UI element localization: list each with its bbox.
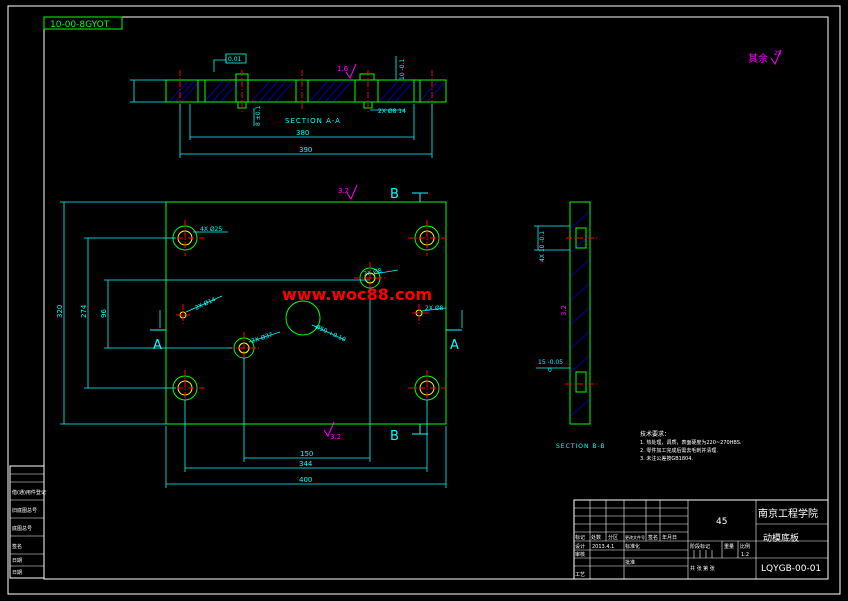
section-bb-body [569, 201, 591, 425]
scale-value: 1:2 [741, 552, 749, 558]
section-aa-dimensions [130, 53, 433, 158]
strip-label-2: 旧底图总号 [12, 507, 37, 514]
section-lines [150, 192, 462, 435]
hole-label-2x37: 2X Ø37 [250, 331, 273, 345]
hole-label-right: 2X Ø8 [425, 305, 444, 312]
title-block: 南京工程学院 动模底板 LQYGB-00-01 45 标记 处数 分区 更改文件… [573, 499, 829, 580]
tolerance-frame: 0.01 [228, 56, 242, 63]
section-aa-roughness-symbol [345, 63, 357, 80]
outer-border [7, 5, 841, 595]
notes-title: 技术要求： [640, 430, 670, 438]
material: 45 [716, 517, 727, 527]
hdr-cell-5: 签名 [648, 534, 658, 541]
left-side-strip: 借(通)用件登记 旧底图总号 底图总号 签名 日期 日期 [9, 465, 46, 579]
strip-label-3: 底图总号 [12, 525, 32, 532]
section-bb-dim-bot: 0 [548, 367, 552, 374]
note-line-2: 2. 零件加工完成后需去毛刺并清理. [640, 447, 718, 454]
section-aa-view: 390 380 SECTION A-A 0.01 2X Ø8 14 8 ±0.1… [130, 53, 447, 158]
roughness-other: 其余 25 [748, 49, 782, 66]
hole-label-4x25: 4X Ø25 [200, 226, 222, 233]
dim-390: 390 [299, 146, 312, 154]
section-aa-label: SECTION A-A [285, 117, 341, 125]
section-bb-centerlines [566, 237, 598, 385]
scale-label: 比例 [740, 543, 750, 550]
inner-holes [179, 267, 423, 359]
strip-label-5: 日期 [12, 558, 22, 564]
section-b-top: B [390, 187, 399, 202]
hdr-cell-4: 更改文件号 [625, 534, 645, 540]
dim-380: 380 [296, 129, 309, 137]
dim-344: 344 [299, 460, 313, 468]
plan-roughness-bottom-symbol [323, 421, 335, 438]
section-bb-label: SECTION B-B [556, 443, 606, 450]
plan-roughness-bottom: 3.2 [330, 433, 341, 441]
designer-date: 2013.4.1 [592, 544, 614, 550]
standardize-label: 标准化 [625, 543, 640, 550]
part-name: 动模底板 [763, 532, 799, 544]
sheet-label: 共 张 第 张 [690, 565, 715, 572]
watermark: www.woc88.com [282, 285, 432, 304]
row-design: 设计 [575, 543, 585, 550]
section-aa-hatch [169, 80, 445, 102]
hdr-cell-6: 年月日 [662, 534, 677, 541]
plan-dimensions [60, 201, 463, 488]
section-aa-centerlines [179, 70, 433, 112]
section-bb-holes [575, 227, 587, 393]
roughness-other-value: 25 [774, 50, 782, 57]
plan-leaders [185, 231, 447, 343]
row-review: 审核 [575, 551, 585, 558]
roughness-other-label: 其余 [748, 52, 768, 65]
stage-label: 阶段标记 [690, 543, 710, 550]
corner-code-box: 10-00-8GYOT [43, 16, 123, 30]
plan-roughness-top-symbol [346, 184, 358, 201]
approve-label: 批准 [625, 559, 635, 566]
strip-label-6: 日期 [12, 570, 22, 576]
institution: 南京工程学院 [758, 507, 818, 520]
technical-notes: 技术要求： 1. 热处理，调质，表面硬度为220~270HBS. 2. 零件加工… [640, 430, 742, 462]
section-bb-view: 4X 10 -0.1 15 -0.05 0 3.2 SECTION B-B [534, 201, 606, 450]
section-b-bottom: B [390, 429, 399, 444]
plate-outline [165, 201, 447, 425]
section-a-left: A [153, 338, 162, 353]
plan-view: B B A A [56, 184, 463, 488]
section-aa-dim-right: 10 -0.1 [399, 59, 406, 80]
center-hole [285, 300, 321, 336]
drawing-number: LQYGB-00-01 [761, 564, 821, 574]
inner-border [43, 16, 829, 580]
section-aa-body [165, 79, 447, 103]
section-bb-roughness: 3.2 [560, 305, 568, 316]
corner-holes [172, 225, 440, 401]
section-aa-hole-dims: 2X Ø8 14 [378, 108, 406, 115]
plan-centerlines [166, 220, 446, 406]
section-a-right: A [450, 338, 459, 353]
dim-274: 274 [80, 304, 88, 318]
dim-150: 150 [300, 450, 313, 458]
title-block-grid [574, 500, 828, 579]
hole-label-2x14: 2X Ø14 [194, 296, 217, 312]
note-line-1: 1. 热处理，调质，表面硬度为220~270HBS. [640, 439, 742, 446]
hdr-cell-3: 分区 [608, 534, 618, 541]
corner-code: 10-00-8GYOT [50, 20, 110, 30]
strip-label-4: 签名 [12, 543, 22, 550]
section-aa-holes [197, 73, 421, 109]
dim-96: 96 [100, 309, 108, 318]
strip-label-1: 借(通)用件登记 [12, 489, 46, 496]
hole-label-center: Ø50 +0.10 [314, 323, 347, 343]
plan-roughness-top: 3.2 [338, 187, 349, 195]
row-process: 工艺 [575, 572, 585, 578]
dim-400: 400 [299, 476, 312, 484]
hole-label-2x8: 2X Ø8 [363, 267, 383, 278]
section-aa-dim-left: 8 ±0.1 [255, 106, 262, 126]
section-bb-dim-mid: 15 -0.05 [538, 359, 563, 366]
section-bb-dimensions [534, 225, 570, 369]
section-aa-roughness: 1.6 [337, 65, 349, 73]
roughness-symbol [770, 49, 782, 66]
weight-label: 重量 [724, 543, 734, 550]
dim-320: 320 [56, 305, 64, 318]
hdr-cell-1: 标记 [575, 534, 585, 541]
section-bb-dim-top: 4X 10 -0.1 [539, 231, 546, 262]
hdr-cell-2: 处数 [591, 534, 601, 541]
note-line-3: 3. 未注公差按GB1804. [640, 455, 693, 462]
